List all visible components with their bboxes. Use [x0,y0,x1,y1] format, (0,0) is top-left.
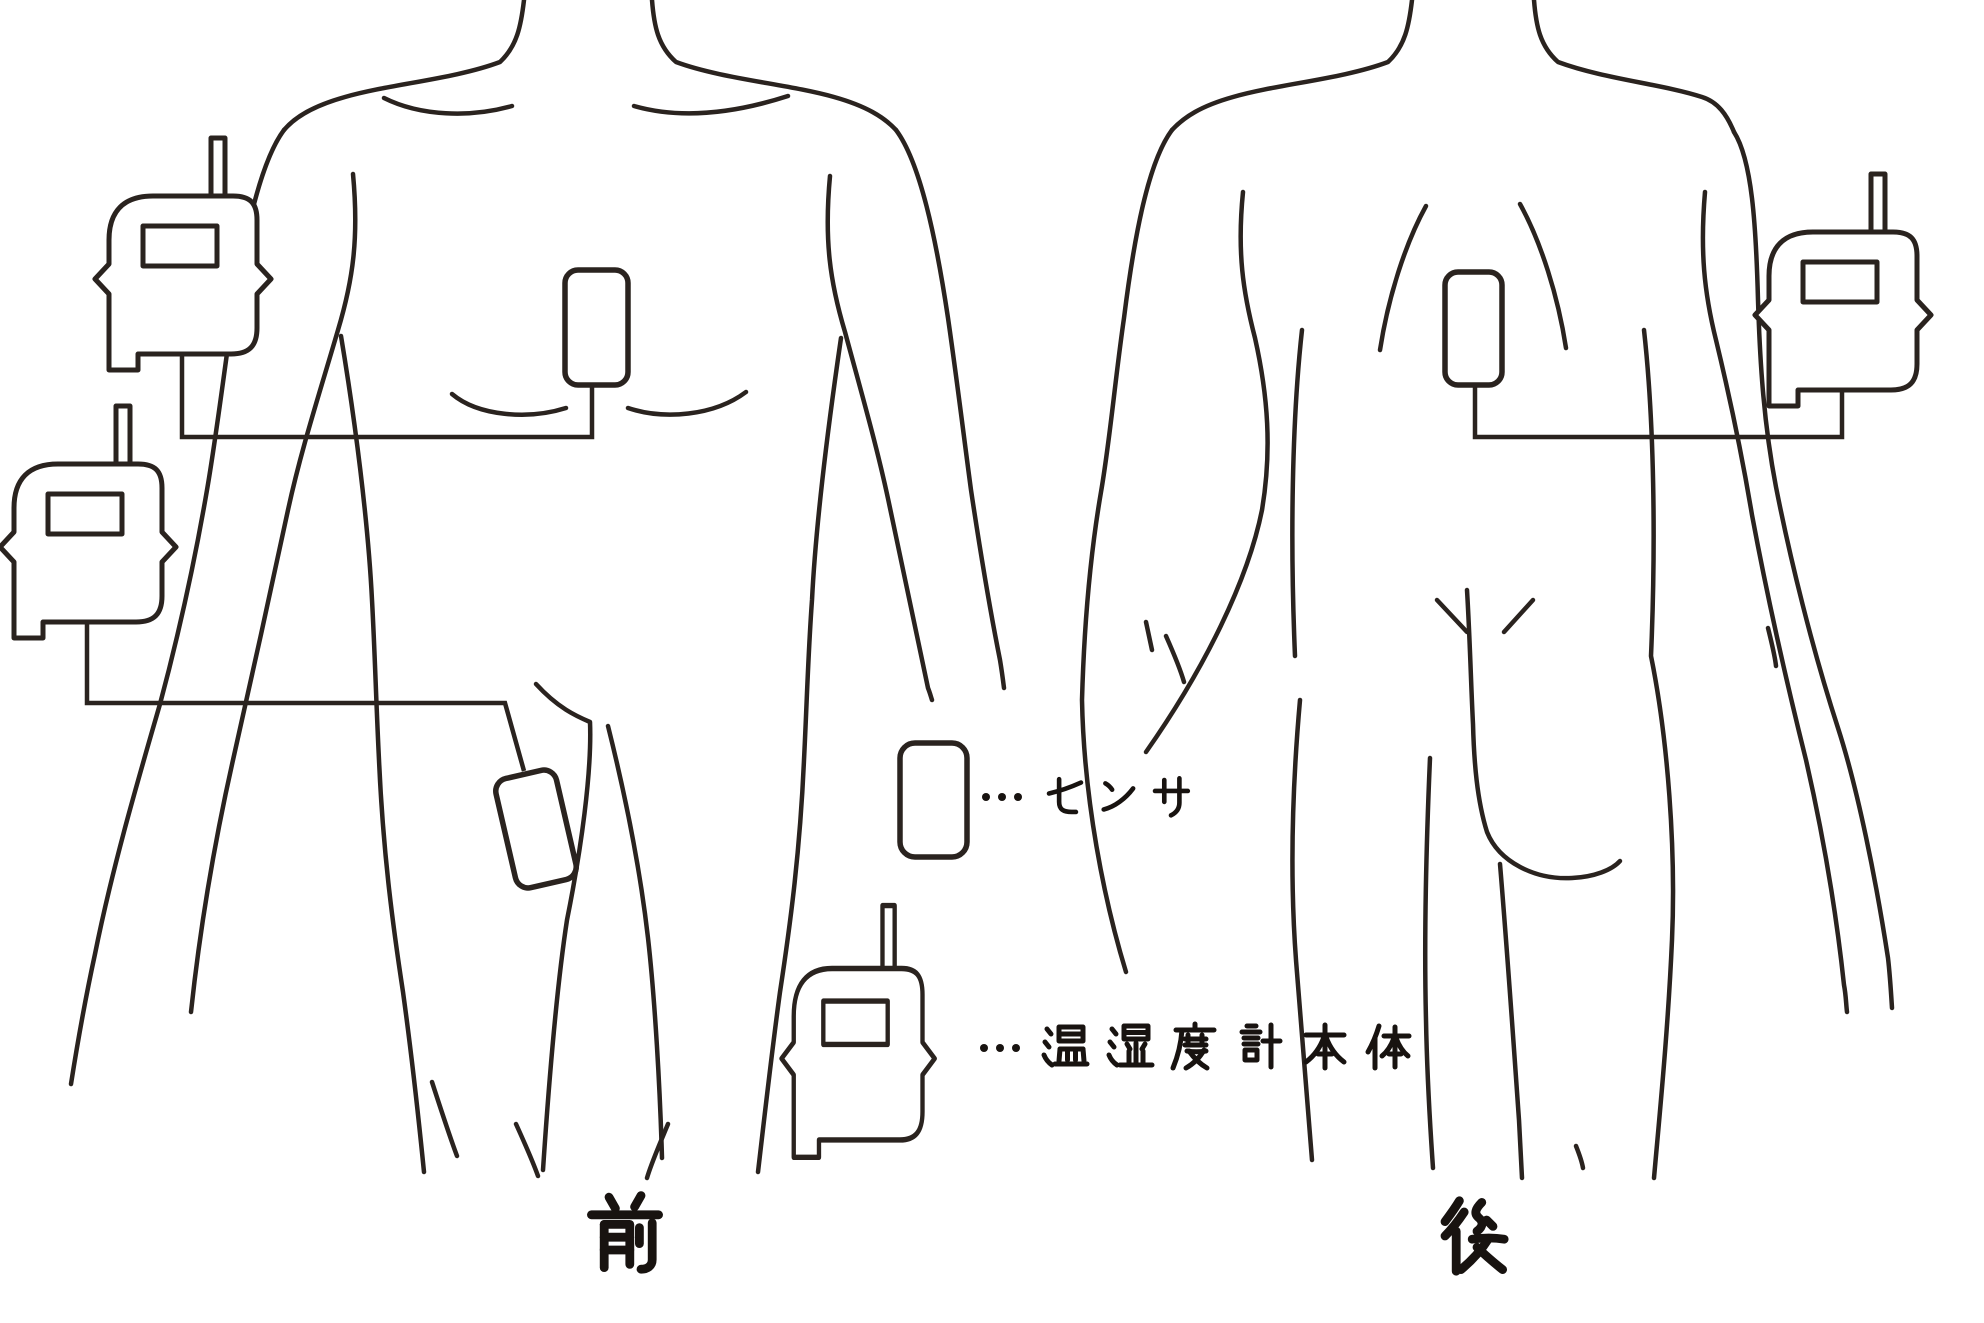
front-arm-right-outer [893,127,1007,691]
wire-thigh-sensor [84,622,527,772]
wires [84,354,1845,772]
back-figure [1079,0,1895,1181]
sensor-back [1442,269,1505,388]
back-leg-left-inner [1422,755,1436,1171]
front-arm-right-inner [825,173,935,703]
back-achilles-hint [1573,1143,1586,1171]
back-elbow-hint-left-a [1143,619,1155,653]
front-collar-curve-right [631,93,791,116]
front-caption: 前 [583,1192,663,1304]
sensor-chest [562,267,631,388]
front-arm-left-inner [188,171,358,1015]
back-leg-right-inner [1497,861,1525,1181]
back-elbow-hint-left-b [1163,633,1187,685]
back-elbow-hint-right [1765,625,1779,669]
legend [782,740,1412,1158]
front-right-ankle-hint [644,1121,671,1181]
front-collar-curve-left [381,95,515,116]
back-scapula-left [1377,203,1429,353]
legend-device-label: …温湿度計本体 [980,1018,1316,1084]
back-neck-shoulder-right [1531,0,1737,135]
back-arm-right-inner [1700,189,1850,1015]
front-inner-right-leg [605,723,665,1161]
legend-sensor-label-glyphs [1046,776,1191,818]
back-torso-right-leg-outer [1641,327,1676,1181]
back-arm-left-inner [1143,189,1270,755]
legend-sensor-icon [897,740,970,860]
wire-chest-sensor [179,354,595,440]
back-waist-dimple-left [1434,597,1470,635]
front-neck-shoulder-right [649,0,899,133]
device-front-mid-left [0,406,176,638]
back-leg-left-outer [1290,697,1315,1163]
front-torso-right-leg-outer [755,335,844,1175]
back-scapula-right [1517,201,1569,351]
back-waist-dimple-right [1501,597,1536,635]
back-arm-right-outer [1731,129,1895,1011]
legend-device-leader-dots [980,1044,1020,1052]
front-torso-left-leg-outer [338,333,427,1175]
legend-sensor-leader-dots [982,793,1022,801]
wire-back-sensor [1472,385,1845,440]
front-caption-glyphs [587,1191,664,1274]
front-crotch-inner-left-leg [533,681,593,1173]
legend-sensor-label: …センサ [980,770,1156,831]
back-neck-shoulder-left [1169,0,1415,133]
front-pec-curve-left [449,391,569,417]
legend-device-icon [782,906,935,1158]
front-pec-curve-right [625,389,749,417]
back-caption: 後 [1435,1194,1515,1306]
device-front-upper-left [95,138,271,370]
back-caption-glyphs [1440,1196,1509,1276]
back-arm-left-outer [1079,127,1175,975]
front-left-shin-hint [429,1079,460,1159]
back-butt-cleft-crease [1464,587,1623,881]
sensor-thigh [493,767,579,891]
front-neck-shoulder-left [281,0,527,133]
device-back-upper-right [1755,174,1931,406]
legend-device-label-glyphs [1041,1021,1412,1071]
front-left-ankle-hint [513,1121,541,1179]
back-torso-left-side [1290,327,1305,659]
